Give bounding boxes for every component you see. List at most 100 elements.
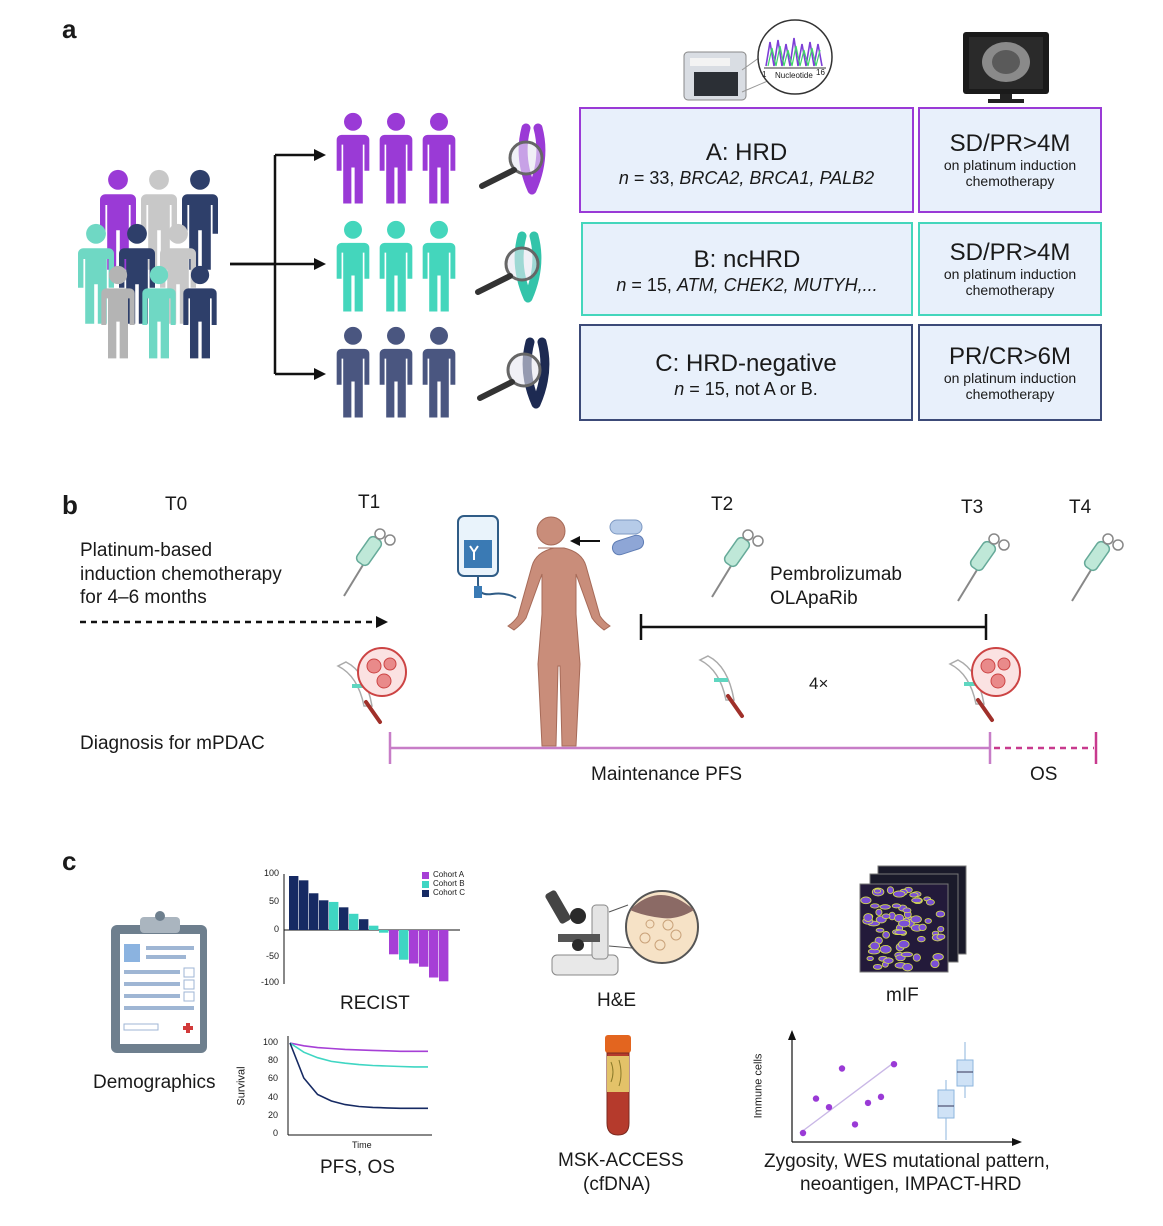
legend-cohort-b: Cohort B: [433, 879, 465, 888]
mif-cell: [925, 899, 935, 906]
he-tissue-icon: [608, 890, 699, 964]
scatter-point: [825, 1104, 833, 1111]
scatter-point: [877, 1093, 885, 1101]
survival-ytick-20: 20: [267, 1110, 278, 1120]
mif-cell: [898, 919, 911, 928]
timepoint-t0: T0: [165, 494, 188, 515]
mif-cell: [901, 951, 913, 958]
immune-cells-ylabel: Immune cells: [752, 1053, 765, 1119]
sequencer-axis-label: Nucleotide: [775, 71, 813, 80]
pfs-os-label: PFS, OS: [320, 1157, 395, 1178]
recist-bar: [429, 930, 439, 978]
arrow-head-a: [314, 149, 326, 161]
brain-scan-monitor-icon: [963, 32, 1049, 103]
cohort-a-response-note: on platinum induction chemotherapy: [943, 157, 1077, 189]
cohort-c-detail: n = 15, not A or B.: [674, 379, 818, 399]
scatter-point: [799, 1129, 807, 1137]
recist-bar: [309, 893, 319, 930]
mif-cell: [860, 896, 872, 905]
mif-cell: [902, 963, 913, 972]
boxplot-2: [956, 1042, 974, 1098]
scatter-point: [864, 1099, 872, 1107]
clipboard-demographics-icon: [111, 911, 207, 1053]
induction-text-line2: induction chemotherapy: [80, 564, 282, 585]
legend-swatch-cohort-b: [422, 881, 429, 888]
recist-bar: [369, 925, 379, 930]
cohort-a-box: A: HRD n = 33, BRCA2, BRCA1, PALB2: [579, 107, 914, 213]
cohort-c-response: PR/CR>6M: [948, 343, 1072, 370]
mif-cell: [924, 918, 932, 924]
zygosity-label-line1: Zygosity, WES mutational pattern,: [764, 1151, 1050, 1172]
survival-ytick-40: 40: [267, 1092, 278, 1102]
recist-chart: [283, 872, 460, 984]
recist-bar: [439, 930, 449, 982]
mif-cell: [879, 904, 891, 910]
mif-cell: [872, 963, 883, 970]
timepoint-t1: T1: [358, 492, 381, 513]
mif-cell: [935, 910, 946, 918]
survival-ytick-100: 100: [262, 1037, 278, 1047]
mif-cell: [891, 903, 901, 909]
scatter-point: [851, 1121, 859, 1128]
mif-label: mIF: [886, 985, 919, 1006]
mif-cell: [918, 923, 927, 932]
cohort-a-response-box: SD/PR>4M on platinum induction chemother…: [918, 107, 1102, 213]
zygosity-label-line2: neoantigen, IMPACT-HRD: [800, 1174, 1022, 1195]
recist-bar: [379, 930, 389, 933]
recist-label: RECIST: [340, 993, 410, 1014]
recist-bar: [389, 930, 399, 955]
mif-cell: [873, 888, 882, 894]
mif-cell: [882, 931, 890, 939]
mif-cell: [912, 953, 921, 962]
cohort-a-response: SD/PR>4M: [949, 130, 1071, 157]
cohort-a-detail: n = 33, BRCA2, BRCA1, PALB2: [618, 168, 875, 188]
mif-cell: [881, 913, 891, 919]
induction-text-line3: for 4–6 months: [80, 587, 207, 608]
scatter-point: [812, 1095, 820, 1102]
cohort-b-response: SD/PR>4M: [949, 239, 1071, 266]
branch-arrows: [230, 153, 316, 376]
survival-curve-1: [289, 1042, 428, 1053]
scatter-point: [838, 1065, 846, 1072]
mif-cell: [869, 941, 880, 951]
drug-olaparib: OLApaRib: [770, 588, 858, 609]
blood-tube-icon: [605, 1035, 631, 1136]
mif-cell: [917, 936, 926, 943]
recist-ytick-neg100: -100: [260, 977, 279, 987]
survival-ytick-0: 0: [272, 1128, 278, 1138]
mif-cell: [910, 915, 922, 924]
cfdna-label: (cfDNA): [583, 1174, 651, 1195]
cohort-c-name: C: HRD-negative: [655, 350, 837, 377]
chromosome-magnifier-icon-b: [475, 231, 542, 303]
survival-chart: [287, 1036, 432, 1136]
mif-image-stack-icon: [859, 865, 967, 973]
mif-cell: [894, 929, 907, 935]
recist-bar: [289, 876, 299, 930]
survival-ylabel: Survival: [235, 1066, 248, 1106]
cohort-c-response-note: on platinum induction chemotherapy: [943, 370, 1077, 402]
drug-pembrolizumab: Pembrolizumab: [770, 564, 902, 585]
recist-ytick-0: 0: [273, 924, 279, 934]
recist-bar: [299, 880, 309, 930]
recist-bar: [419, 930, 429, 967]
patient-body-icon: [507, 516, 611, 747]
immune-cells-chart: [788, 1030, 1022, 1146]
recist-ytick-50: 50: [268, 896, 279, 906]
mif-cell: [909, 892, 919, 898]
cohort-b-name: B: ncHRD: [693, 246, 801, 273]
sequencer-axis-end: 16: [816, 68, 825, 77]
msk-access-label: MSK-ACCESS: [558, 1150, 684, 1171]
cohort-a-name: A: HRD: [705, 139, 788, 166]
scatter-point: [890, 1061, 898, 1068]
chromosome-magnifier-icon-c: [477, 337, 550, 409]
recist-ytick-100: 100: [263, 868, 279, 878]
legend-cohort-a: Cohort A: [433, 870, 465, 879]
mif-cell: [937, 925, 945, 933]
legend-swatch-cohort-c: [422, 890, 429, 897]
survival-ytick-60: 60: [267, 1073, 278, 1083]
diagnosis-label: Diagnosis for mPDAC: [80, 733, 265, 754]
demographics-label: Demographics: [93, 1072, 216, 1093]
mif-cell: [879, 944, 892, 954]
